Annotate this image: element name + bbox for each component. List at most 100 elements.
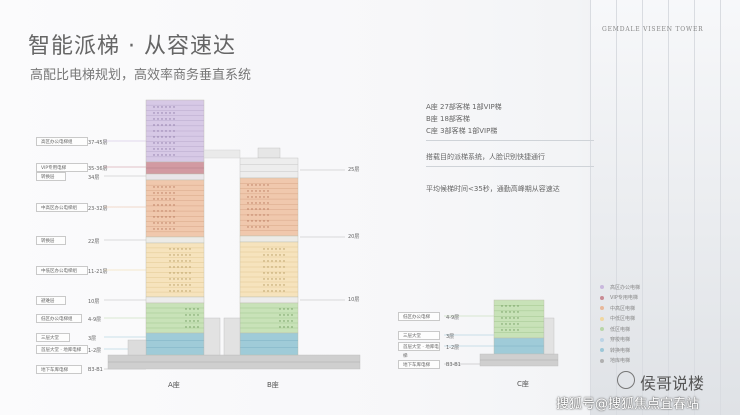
elevator-car [251,202,253,204]
tower-b-wing [223,317,241,356]
elevator-car [505,305,507,307]
legend-swatch [600,306,604,311]
elevator-car [173,204,175,206]
elevator-car [263,196,265,198]
elevator-car [181,284,183,286]
elevator-car [169,136,171,138]
elevator-car [255,226,257,228]
elevator-car [165,130,167,132]
elevator-car [517,311,519,313]
elevator-car [161,124,163,126]
elevator-car [193,320,195,322]
elevator-car [185,272,187,274]
elevator-car [287,308,289,310]
elevator-car [197,308,199,310]
elevator-car [263,184,265,186]
elevator-car [263,208,265,210]
elevator-car [279,272,281,274]
elevator-car [517,305,519,307]
elevator-car [291,308,293,310]
tower-b-midlow-zone [239,241,299,298]
elevator-car [509,329,511,331]
elevator-car [501,317,503,319]
elevator-car [247,196,249,198]
elevator-car [177,284,179,286]
elevator-car [267,202,269,204]
elevator-car [169,272,171,274]
elevator-car [505,329,507,331]
elevator-car [161,118,163,120]
elevator-car [165,148,167,150]
elevator-car [263,220,265,222]
elevator-car [161,186,163,188]
page-title: 智能派梯 · 从容速达 [28,34,236,59]
elevator-car [279,278,281,280]
elevator-car [173,136,175,138]
elevator-car [157,106,159,108]
elevator-car [165,106,167,108]
tower-b-crown [239,157,299,179]
zone-floors: 4-9层 [88,317,102,323]
legend-swatch [600,358,604,363]
elevator-car [153,198,155,200]
elevator-car [157,204,159,206]
elevator-car [169,154,171,156]
elevator-car [173,272,175,274]
elevator-car [169,278,171,280]
zone-label: 中高区办公电梯组 [36,203,88,212]
info-zone-c: C座 3部客梯 1部VIP梯 [426,127,498,135]
elevator-car [157,136,159,138]
elevator-car [173,154,175,156]
elevator-car [513,311,515,313]
legend-swatch [600,327,604,332]
c-zone-floors: B3-B1 [446,362,461,368]
elevator-car [267,190,269,192]
zone-floors: 37-45层 [88,140,108,146]
elevator-car [185,326,187,328]
elevator-car [173,254,175,256]
elevator-car [509,323,511,325]
elevator-car [501,329,503,331]
elevator-car [177,248,179,250]
elevator-car [513,323,515,325]
elevator-car [189,248,191,250]
elevator-car [169,228,171,230]
elevator-car [169,216,171,218]
elevator-car [165,136,167,138]
elevator-car [275,266,277,268]
tower-a-wing [203,317,221,356]
elevator-car [173,118,175,120]
zone-label: 地下车库电梯 [36,365,82,374]
elevator-car [263,190,265,192]
elevator-car [189,266,191,268]
elevator-car [279,308,281,310]
elevator-car [287,320,289,322]
elevator-car [161,112,163,114]
elevator-car [513,329,515,331]
elevator-car [165,204,167,206]
elevator-car [161,198,163,200]
elevator-car [161,106,163,108]
elevator-car [259,226,261,228]
elevator-car [283,314,285,316]
elevator-car [279,314,281,316]
elevator-car [153,118,155,120]
elevator-car [251,220,253,222]
elevator-car [153,154,155,156]
legend-swatch [600,337,604,342]
elevator-car [259,196,261,198]
elevator-car [169,284,171,286]
elevator-car [165,216,167,218]
elevator-car [161,142,163,144]
info-dispatch: 搭载目的派梯系统，人脸识别快捷通行 [426,153,545,161]
legend-label: 低区电梯 [610,326,631,333]
elevator-car [513,317,515,319]
elevator-car [505,317,507,319]
elevator-car [517,317,519,319]
elevator-car [263,266,265,268]
elevator-car [251,208,253,210]
elevator-car [153,192,155,194]
elevator-car [517,329,519,331]
elevator-car [505,311,507,313]
